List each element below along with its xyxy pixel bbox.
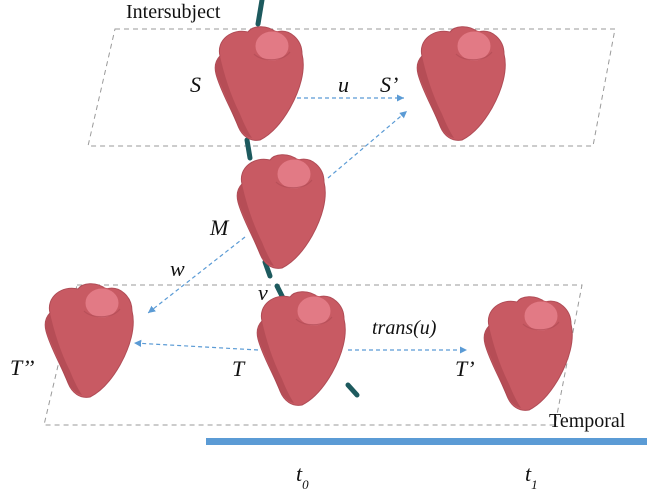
- label-t-double-prime: T’’: [10, 355, 34, 380]
- label-t: T: [232, 356, 246, 381]
- heart-t: [256, 291, 346, 406]
- heart-t-prime: [483, 296, 573, 411]
- label-t0-sub: 0: [302, 477, 309, 492]
- timeline-bar: [206, 438, 647, 445]
- temporal-plane: [43, 284, 583, 426]
- label-t1: t1: [525, 461, 538, 492]
- heart-s: [214, 26, 304, 141]
- label-s: S: [190, 72, 201, 97]
- label-t0: t0: [296, 461, 309, 492]
- arrow-t-to-t-double-prime: [133, 339, 259, 351]
- label-u: u: [338, 72, 349, 97]
- label-m: M: [209, 215, 230, 240]
- intersubject-plane: [87, 28, 616, 147]
- arrow-w: [147, 236, 246, 314]
- heart-s-prime: [416, 26, 506, 141]
- label-s-prime: S’: [380, 72, 398, 97]
- label-v: v: [258, 280, 268, 305]
- arrow-m-to-s-prime: [327, 110, 408, 179]
- label-trans-u: trans(u): [372, 317, 437, 339]
- label-w: w: [170, 256, 185, 281]
- heart-t-double-prime: [44, 283, 134, 398]
- temporal-label: Temporal: [549, 410, 626, 432]
- label-t1-sub: 1: [531, 477, 538, 492]
- label-t0-base: t: [296, 461, 303, 486]
- intersubject-label: Intersubject: [126, 1, 221, 23]
- label-t-prime: T’: [455, 356, 475, 381]
- label-t1-base: t: [525, 461, 532, 486]
- heart-m: [236, 154, 326, 269]
